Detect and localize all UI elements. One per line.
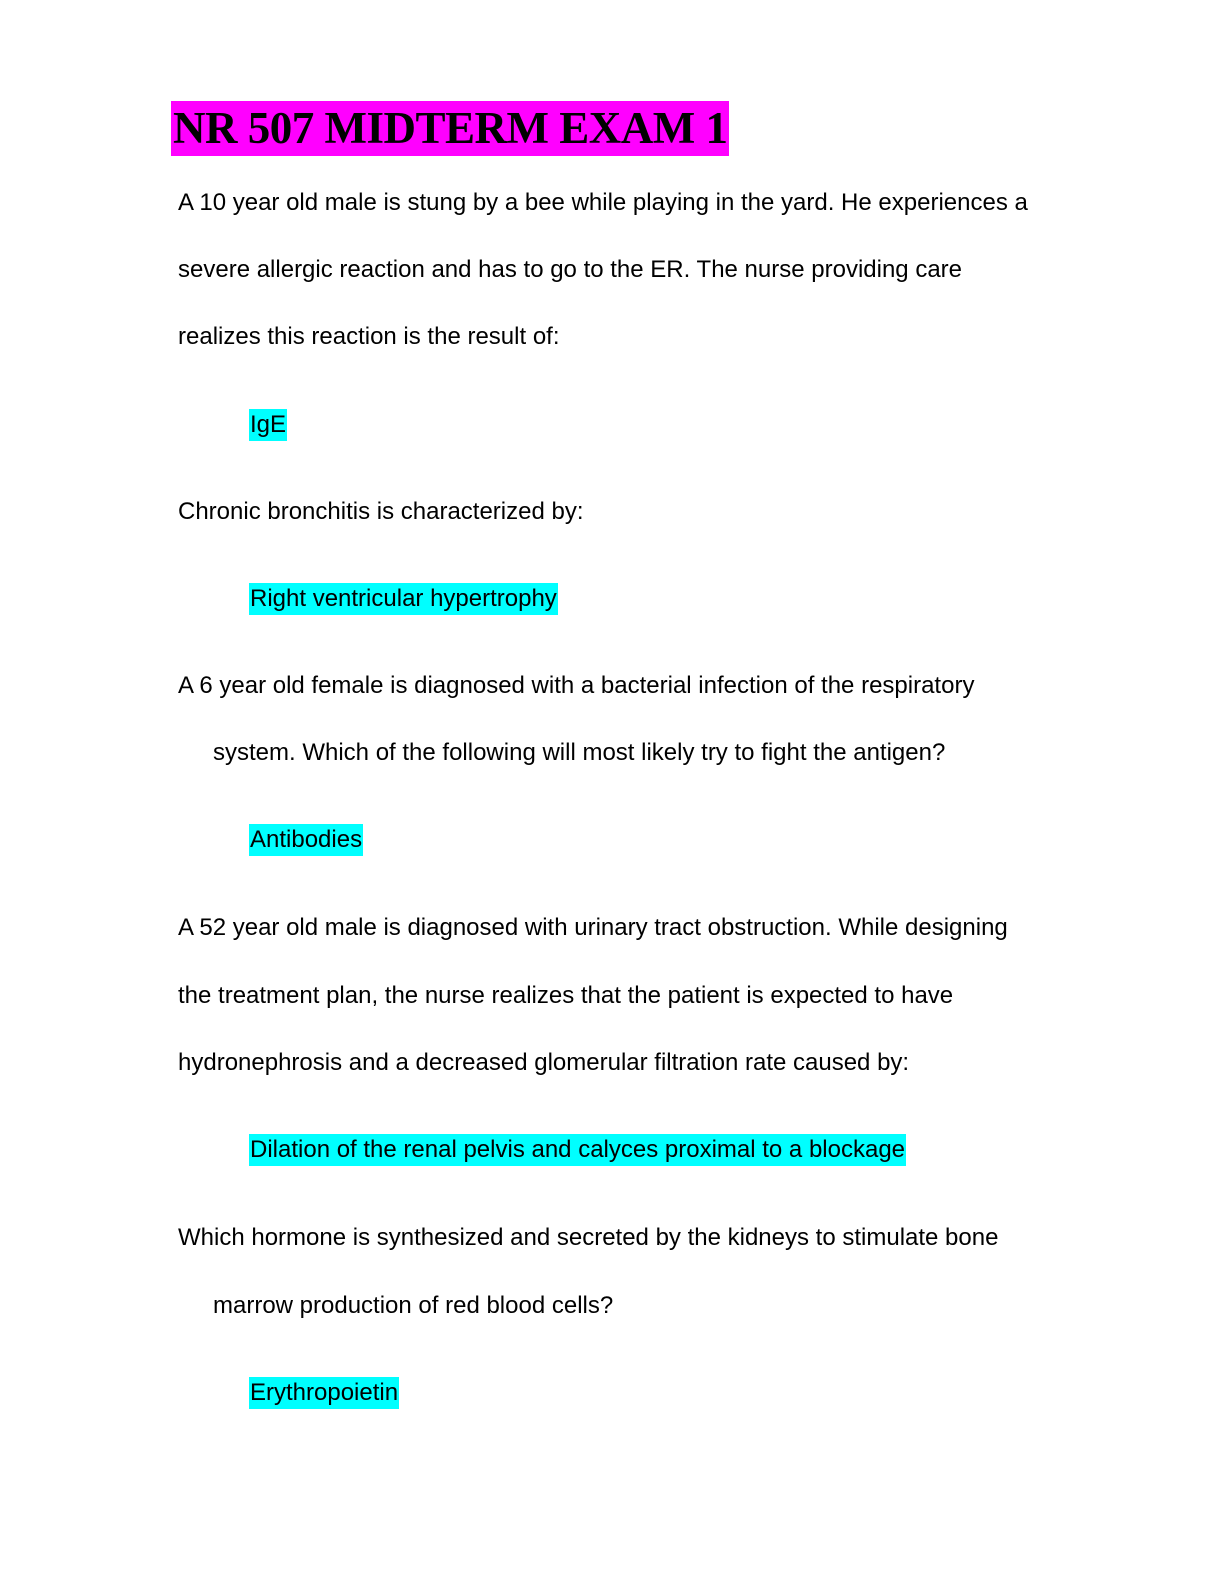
question-5-line-1: Which hormone is synthesized and secrete… [178,1224,999,1251]
question-4-line-2: the treatment plan, the nurse realizes t… [178,982,954,1009]
answer-5: Erythropoietin [249,1377,400,1409]
question-4-line-3: hydronephrosis and a decreased glomerula… [178,1049,910,1076]
question-4-line-1: A 52 year old male is diagnosed with uri… [178,914,1008,941]
page-title: NR 507 MIDTERM EXAM 1 [171,101,730,156]
answer-4: Dilation of the renal pelvis and calyces… [249,1134,907,1166]
question-1-line-2: severe allergic reaction and has to go t… [178,256,963,283]
answer-1: IgE [249,409,288,441]
question-3-line-2: system. Which of the following will most… [213,739,946,766]
question-1-line-3: realizes this reaction is the result of: [178,323,560,350]
answer-2: Right ventricular hypertrophy [249,583,558,615]
question-1-line-1: A 10 year old male is stung by a bee whi… [178,189,1028,216]
question-5-line-2: marrow production of red blood cells? [213,1292,614,1319]
answer-3: Antibodies [249,824,364,856]
question-3-line-1: A 6 year old female is diagnosed with a … [178,672,975,699]
question-2-line-1: Chronic bronchitis is characterized by: [178,498,584,525]
